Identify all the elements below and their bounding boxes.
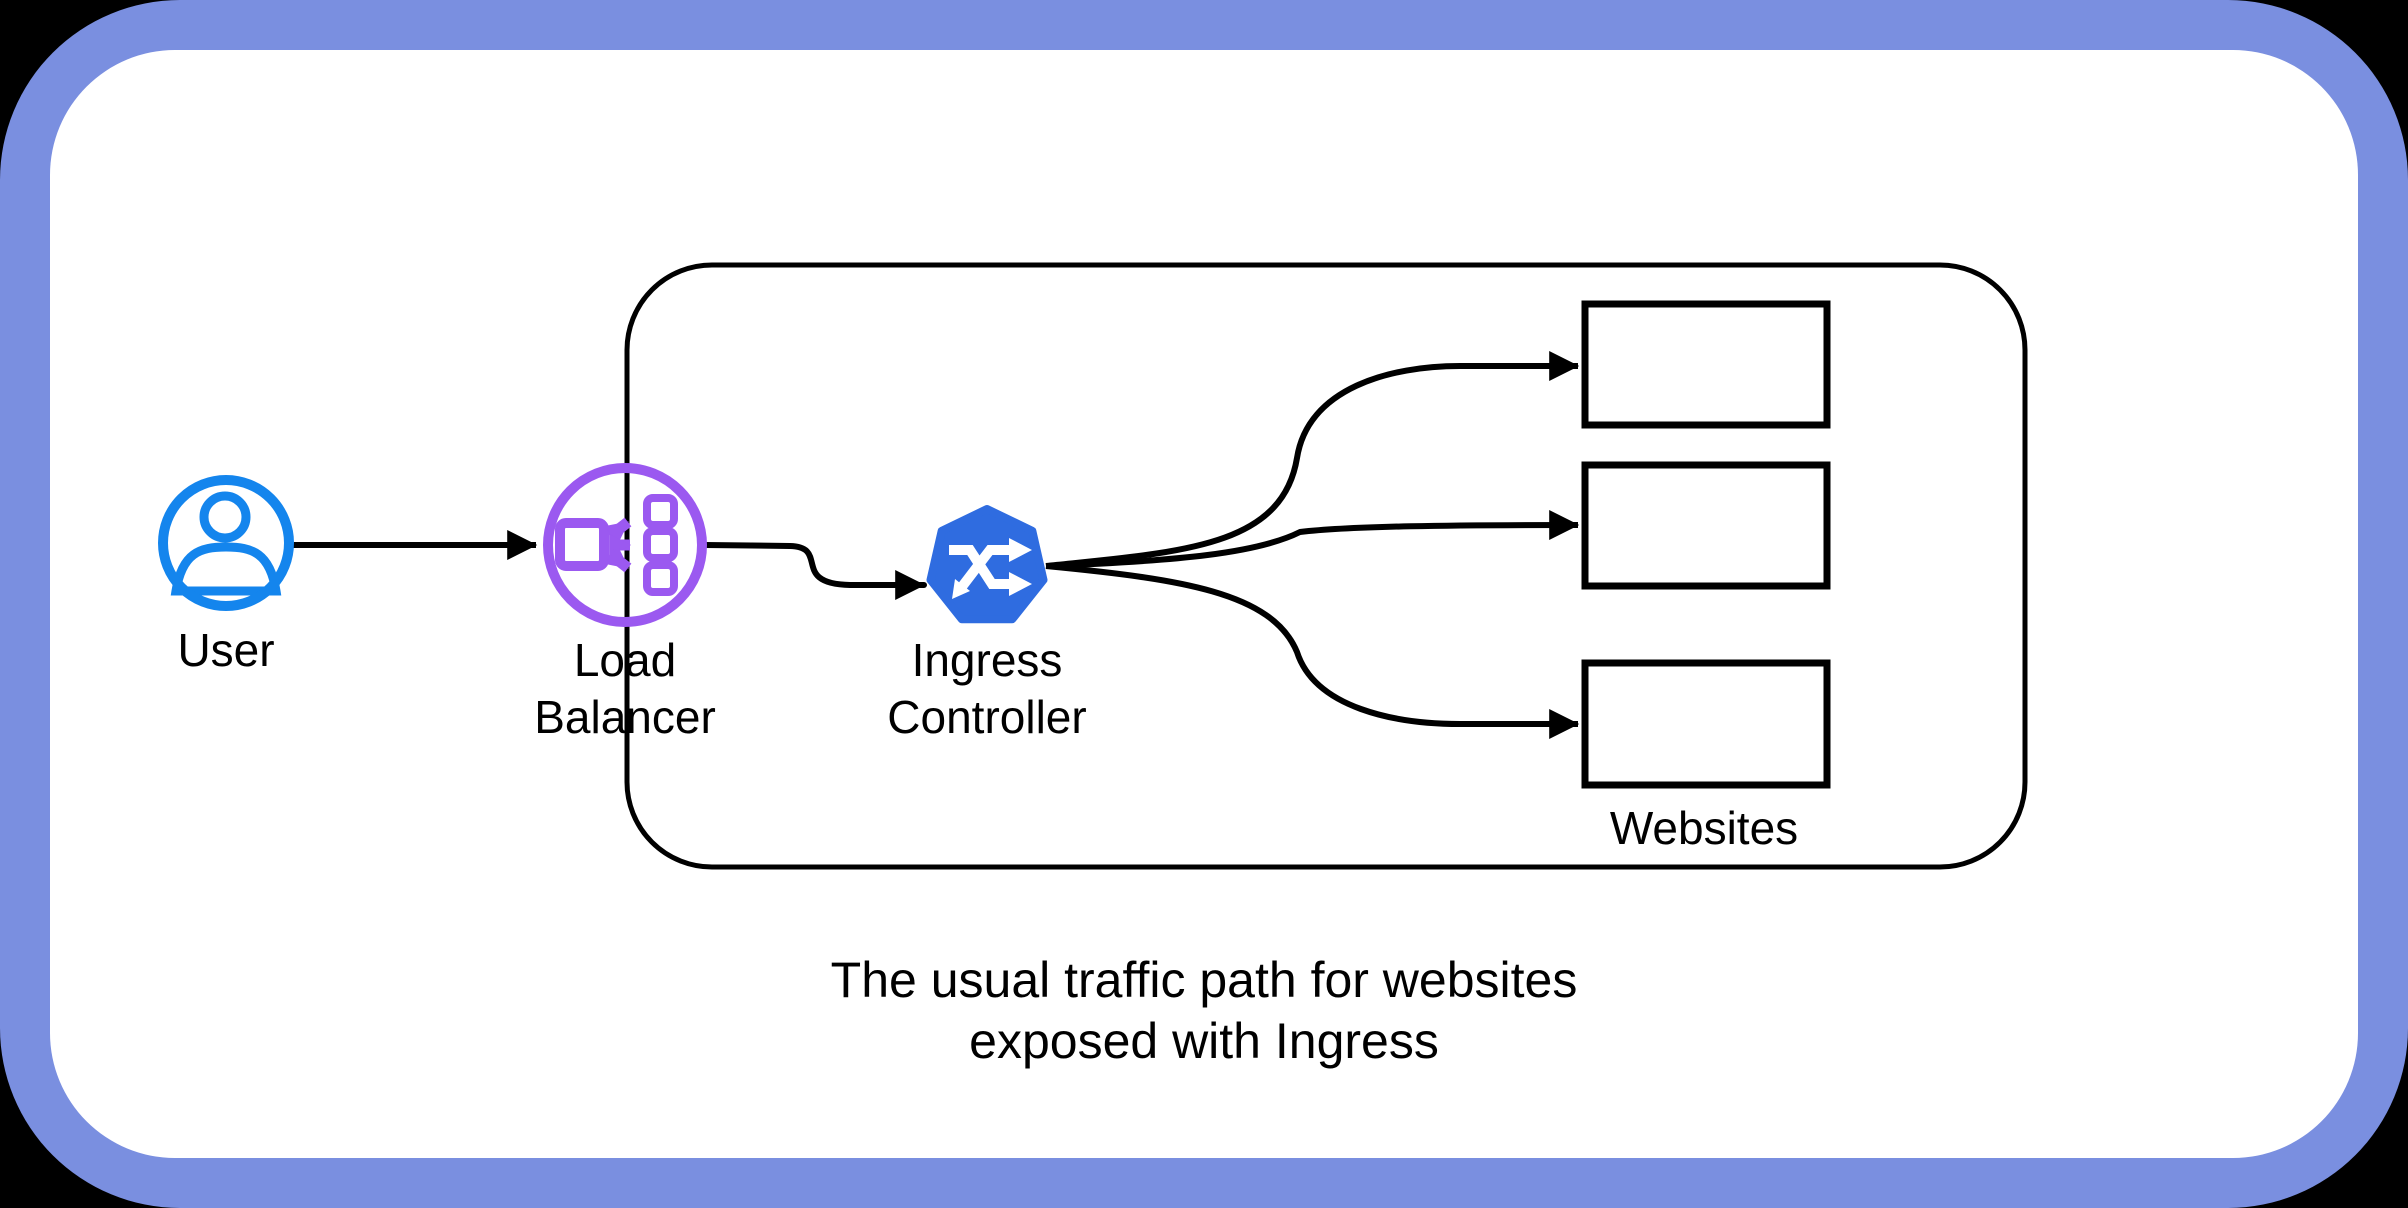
arrow-ingress-to-website-3 (1045, 563, 1580, 739)
user-icon (158, 475, 294, 611)
arrow-ingress-to-website-2 (1045, 510, 1580, 569)
user-label: User (177, 624, 275, 676)
caption-line2: exposed with Ingress (969, 1013, 1439, 1069)
website-box-2 (1581, 461, 1831, 590)
load-balancer-label-line2: Balancer (534, 691, 716, 743)
caption-line1: The usual traffic path for websites (830, 952, 1578, 1008)
ingress-controller-label-line2: Controller (887, 691, 1087, 743)
load-balancer-label: Load Balancer (534, 632, 716, 746)
arrow-ingress-to-website-1 (1045, 351, 1580, 569)
caption: The usual traffic path for websites expo… (831, 950, 1578, 1072)
arrow-load-balancer-to-ingress (702, 542, 927, 600)
website-box-3 (1581, 659, 1831, 789)
ingress-controller-label: Ingress Controller (887, 632, 1086, 746)
website-box-1 (1581, 300, 1831, 429)
load-balancer-label-line1: Load (573, 634, 677, 686)
ingress-controller-label-line1: Ingress (911, 634, 1063, 686)
websites-label: Websites (1609, 802, 1799, 854)
load-balancer-icon (543, 463, 707, 627)
white-canvas (50, 50, 2358, 1158)
ingress-controller-icon (926, 505, 1048, 624)
